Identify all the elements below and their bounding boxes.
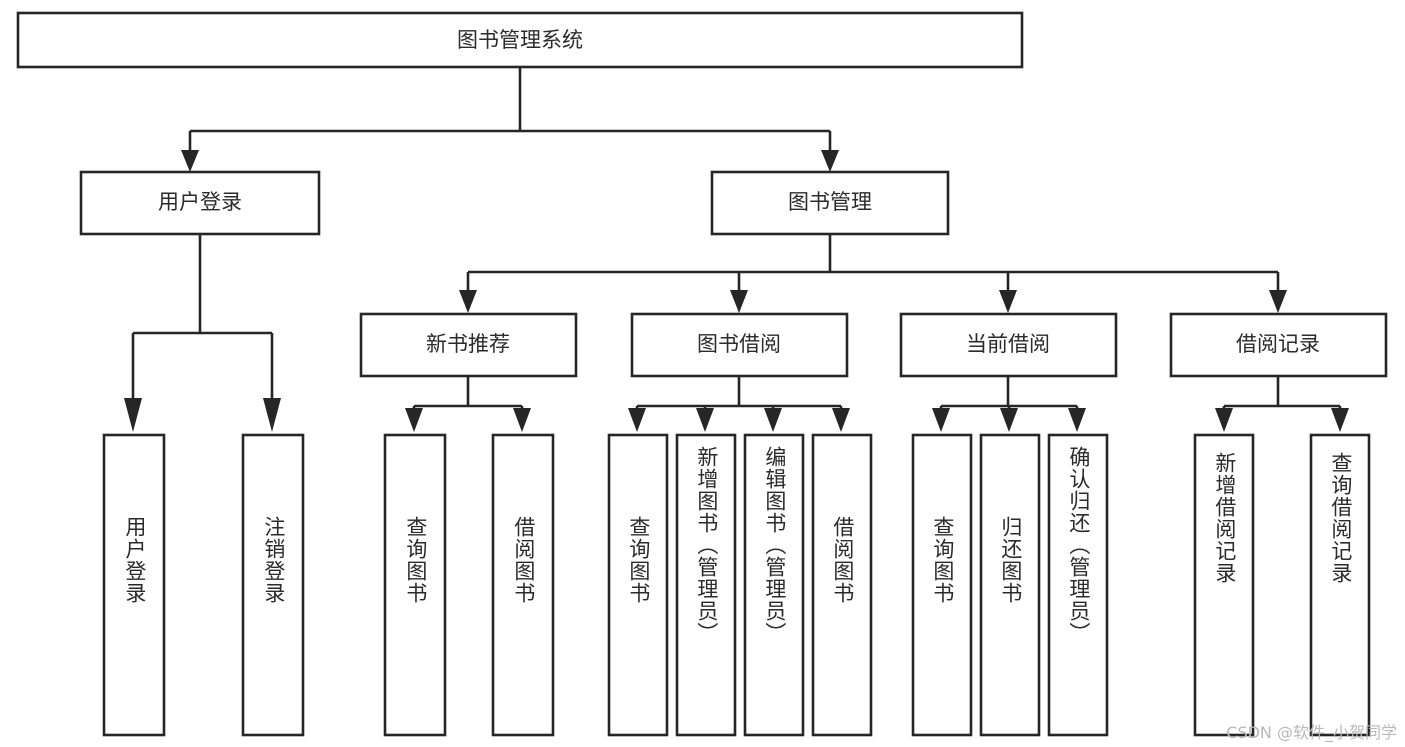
node-book-borrow-label: 图书借阅 [697,332,781,356]
node-book-management-box[interactable] [710,170,950,236]
leaf-box-return-book[interactable] [979,433,1041,737]
leaf-label-add-borrow-record: 新增借阅记录 [1212,452,1237,584]
node-borrow-records-label: 借阅记录 [1236,332,1320,356]
arrow-to-logout-leaf [263,398,281,432]
connectors-borrow-records-to-leaves [1215,376,1349,432]
connectors-root-to-level1 [181,67,839,172]
leaf-group-book-borrow [607,433,873,737]
leaf-box-borrow-book-1[interactable] [491,433,555,737]
leaf-label-borrow-book-2: 借阅图书 [830,516,855,604]
arrow-to-bookborrow-leaf-4 [832,408,850,432]
arrow-to-book-borrow [730,290,748,313]
connectors-user-login-to-leaves [124,234,281,432]
leaf-box-query-book-3[interactable] [911,433,973,737]
node-book-management[interactable]: 图书管理 [710,170,950,236]
leaf-label-add-book-admin: 新增图书（管理员） [694,446,719,644]
leaf-label-query-borrow-record: 查询借阅记录 [1328,452,1353,584]
leaf-group-current-borrow [911,433,1109,737]
leaf-label-return-book: 归还图书 [998,516,1023,604]
node-book-management-label: 图书管理 [788,190,872,214]
arrow-to-borrowrecords-leaf-1 [1215,408,1233,432]
arrow-to-bookborrow-leaf-1 [628,408,646,432]
arrow-to-newbook-leaf-2 [513,408,531,432]
connectors-new-book-recommend-to-leaves [405,376,531,432]
leaf-group-borrow-records [1193,433,1371,737]
node-root-box[interactable] [16,11,1024,69]
leaf-label-query-book-2: 查询图书 [626,516,651,604]
leaf-box-add-book-admin[interactable] [675,433,737,737]
leaf-group-user-login [102,433,305,737]
node-borrow-records[interactable]: 借阅记录 [1169,312,1388,378]
node-borrow-records-box[interactable] [1169,312,1388,378]
leaf-label-borrow-book-1: 借阅图书 [511,516,536,604]
connectors-current-borrow-to-leaves [932,376,1086,432]
leaf-box-query-book-1[interactable] [383,433,447,737]
arrow-to-bookborrow-leaf-3 [764,408,782,432]
leaf-box-add-borrow-record[interactable] [1193,433,1255,737]
arrow-to-user-login [181,150,199,172]
leaf-label-confirm-return-admin: 确认归还（管理员） [1066,446,1091,644]
node-current-borrow-box[interactable] [899,312,1118,378]
leaf-label-logout: 注销登录 [261,516,286,604]
node-new-book-recommend-label: 新书推荐 [426,332,510,356]
arrow-to-book-mgmt [821,150,839,172]
connectors-book-mgmt-to-level2 [459,234,1287,313]
leaf-box-borrow-book-2[interactable] [811,433,873,737]
node-new-book-recommend-box[interactable] [359,312,578,378]
leaf-label-query-book-1: 查询图书 [403,516,428,604]
node-user-login[interactable]: 用户登录 [79,170,321,236]
node-user-login-label: 用户登录 [158,190,242,214]
csdn-watermark: CSDN @软件_小贺同学 [1226,723,1397,742]
leaf-label-query-book-3: 查询图书 [930,516,955,604]
node-current-borrow[interactable]: 当前借阅 [899,312,1118,378]
arrow-to-user-login-leaf [124,398,142,432]
arrow-to-bookborrow-leaf-2 [696,408,714,432]
arrow-to-currentborrow-leaf-1 [932,408,950,432]
leaf-box-confirm-return-admin[interactable] [1047,433,1109,737]
arrow-to-currentborrow-leaf-2 [1000,408,1018,432]
node-root[interactable]: 图书管理系统 [16,11,1024,69]
leaf-label-edit-book-admin: 编辑图书（管理员） [762,446,787,644]
node-book-borrow[interactable]: 图书借阅 [630,312,849,378]
leaf-box-logout[interactable] [241,433,305,737]
leaf-box-query-borrow-record[interactable] [1309,433,1371,737]
leaf-group-new-book-recommend [383,433,555,737]
arrow-to-current-borrow [999,290,1017,313]
node-new-book-recommend[interactable]: 新书推荐 [359,312,578,378]
node-current-borrow-label: 当前借阅 [966,332,1050,356]
arrow-to-new-book-recommend [459,290,477,313]
arrow-to-currentborrow-leaf-3 [1068,408,1086,432]
arrow-to-newbook-leaf-1 [405,408,423,432]
arrow-to-borrowrecords-leaf-2 [1331,408,1349,432]
node-root-label: 图书管理系统 [457,28,583,52]
leaf-box-user-login[interactable] [102,433,166,737]
node-book-borrow-box[interactable] [630,312,849,378]
leaf-box-query-book-2[interactable] [607,433,669,737]
leaf-label-user-login: 用户登录 [122,516,147,604]
leaf-box-edit-book-admin[interactable] [743,433,805,737]
connectors-book-borrow-to-leaves [628,376,850,432]
arrow-to-borrow-records [1269,290,1287,313]
node-user-login-box[interactable] [79,170,321,236]
